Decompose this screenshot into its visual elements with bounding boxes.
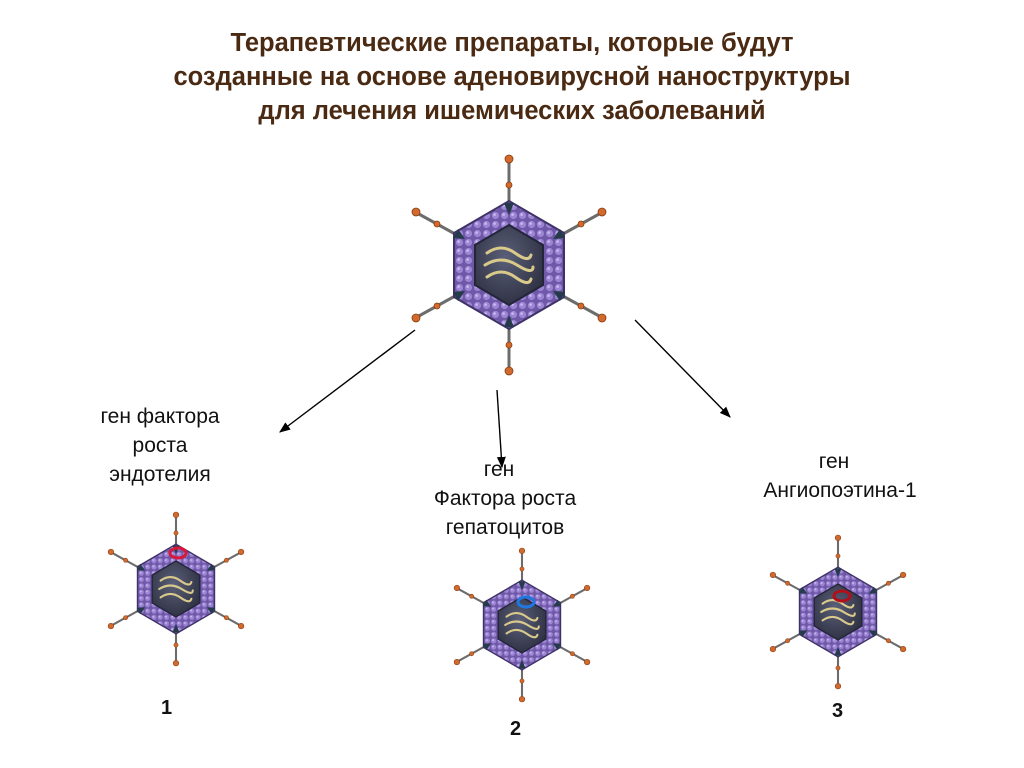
branch-number-1: 1 — [161, 697, 173, 719]
branch-label-2: ген Фактора роста гепатоцитов — [400, 455, 610, 542]
branch-number-3: 3 — [832, 700, 844, 722]
branch-2-line-2: Фактора роста — [433, 487, 577, 510]
arrow-to-branch-3 — [634, 319, 731, 418]
adenovirus-icon — [410, 153, 608, 377]
gene-insert-3 — [832, 589, 852, 603]
branch-2-line-3: гепатоцитов — [445, 516, 565, 539]
branch-1-line-1: ген фактора — [100, 405, 220, 428]
gene-insert-1 — [168, 546, 188, 560]
branch-number-2: 2 — [510, 718, 522, 740]
adenovirus-icon-3 — [769, 533, 907, 691]
arrow-to-branch-2 — [496, 389, 506, 469]
branch-3-line-1: ген — [818, 450, 850, 473]
branch-label-3: ген Ангиопоэтина-1 — [735, 447, 945, 505]
title-line-1: Терапевтические препараты, которые будут — [230, 29, 794, 57]
branch-2-line-1: ген — [483, 458, 515, 481]
title-line-2: созданные на основе аденовирусной наност… — [173, 63, 851, 91]
branch-1-line-2: роста — [132, 434, 188, 457]
branch-label-1: ген фактора роста эндотелия — [60, 402, 260, 489]
title-line-3: для лечения ишемических заболеваний — [258, 97, 766, 125]
adenovirus-icon-1 — [107, 510, 245, 668]
adenovirus-icon-2 — [453, 546, 591, 704]
arrow-to-branch-1 — [279, 329, 416, 433]
branch-3-line-2: Ангиопоэтина-1 — [763, 479, 917, 502]
branch-1-line-3: эндотелия — [109, 463, 211, 486]
diagram-title: Терапевтические препараты, которые будут… — [0, 26, 1024, 128]
gene-insert-2 — [516, 595, 536, 609]
